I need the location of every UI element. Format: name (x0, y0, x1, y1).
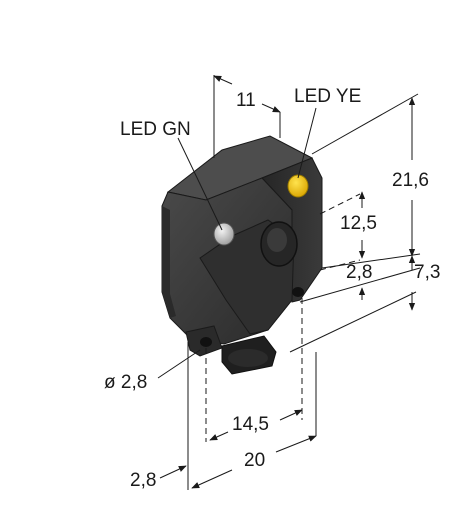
sensor-body (161, 135, 323, 375)
label-led-gn: LED GN (120, 119, 191, 140)
dim-12-5: 12,5 (340, 213, 377, 234)
dim-20: 20 (244, 450, 265, 471)
mounting-hole-right (292, 287, 304, 297)
dim-7-3: 7,3 (414, 262, 440, 283)
led-yellow (287, 174, 309, 198)
led-green (213, 222, 235, 246)
dim-21-6: 21,6 (392, 170, 429, 191)
dim-2-8-right: 2,8 (346, 262, 372, 283)
dim-hole-diameter: ø 2,8 (104, 372, 147, 393)
dim-2-8-left: 2,8 (130, 470, 156, 491)
dim-14-5: 14,5 (232, 414, 269, 435)
dim-11: 11 (236, 90, 256, 111)
label-led-ye: LED YE (294, 86, 361, 107)
mounting-hole-left (200, 337, 212, 347)
